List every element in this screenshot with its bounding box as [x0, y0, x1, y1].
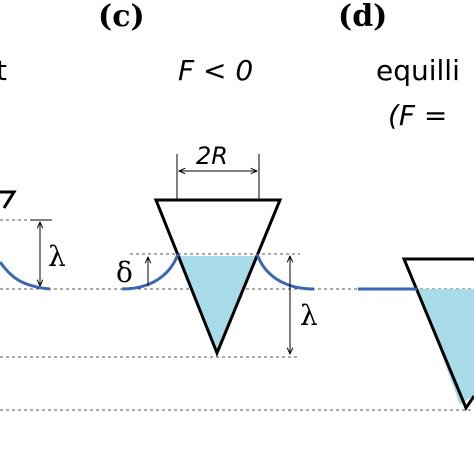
- cone-body: [153, 198, 283, 357]
- meniscus-left: [121, 253, 180, 291]
- left-cone-fragment: [0, 190, 17, 209]
- panel-d-liquid-fill: [418, 289, 474, 405]
- radius-label: 2R: [196, 142, 228, 170]
- panel-d-title-fragment: equilli: [376, 54, 460, 87]
- meniscus-right: [255, 253, 315, 291]
- panel-c-condition: F < 0: [178, 54, 253, 87]
- left-panel-title-fragment: t: [0, 54, 7, 87]
- panel-d-condition-fragment: (F =: [388, 99, 447, 132]
- cone-liquid-fill: [177, 256, 258, 353]
- panel-c-label: (c): [98, 0, 145, 34]
- lambda-label: λ: [300, 299, 318, 332]
- panel-d-label: (d): [338, 0, 387, 34]
- panel-d-cone: [401, 257, 474, 412]
- left-meniscus: [0, 261, 51, 291]
- left-lambda-label: λ: [48, 240, 66, 273]
- delta-label: δ: [116, 256, 133, 289]
